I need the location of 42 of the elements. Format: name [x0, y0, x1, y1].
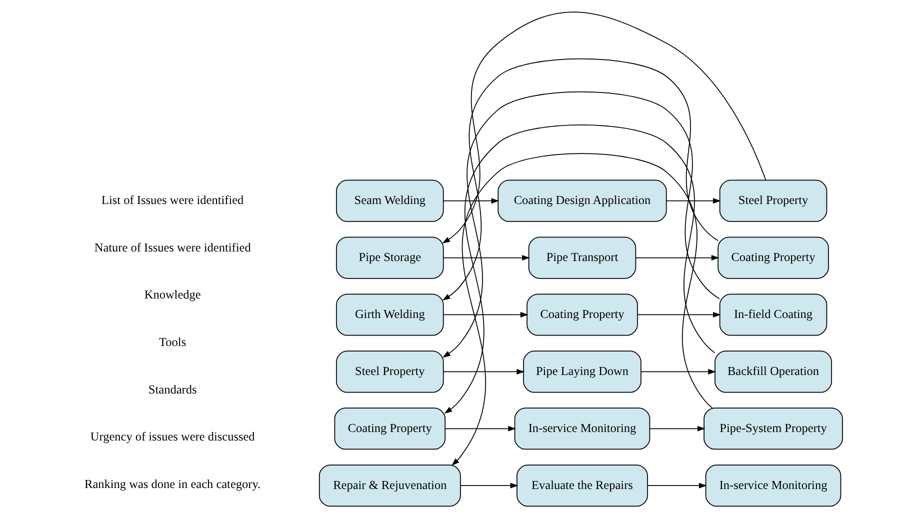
arrow	[442, 58, 718, 301]
arrow	[451, 153, 712, 466]
node-box: In-service Monitoring	[704, 464, 841, 507]
node-box: Evaluate the Repairs	[516, 464, 648, 507]
node-box: Steel Property	[718, 180, 827, 222]
arrow	[444, 426, 516, 432]
label: Nature of Issues were identified	[94, 240, 250, 254]
node-box: Coating Property	[334, 408, 446, 450]
arrow	[640, 368, 716, 374]
node-box: Repair & Rejuvenation	[318, 464, 460, 507]
label: Standards	[148, 382, 196, 396]
arrow	[442, 12, 766, 244]
node-box: Pipe Transport	[528, 236, 636, 279]
arrow	[442, 198, 499, 204]
node-box: Coating Property	[717, 236, 828, 279]
node-box: Seam Welding	[336, 180, 444, 222]
label: Urgency of issues were discussed	[90, 430, 254, 444]
node-box: Backfill Operation	[714, 350, 832, 393]
node-box: Pipe Laying Down	[522, 350, 641, 393]
label: Ranking was done in each category.	[84, 476, 260, 491]
node-box: Coating Design Application	[497, 180, 666, 222]
node-box: Steel Property	[336, 350, 444, 393]
node-box: In-field Coating	[718, 294, 827, 336]
label: Tools	[158, 335, 186, 350]
node-box: In-service Monitoring	[514, 408, 650, 450]
arrow	[442, 255, 530, 261]
label: List of Issues were identified	[100, 193, 244, 208]
arrow	[442, 368, 524, 374]
arrow	[634, 255, 719, 261]
label: Knowledge	[144, 288, 200, 302]
arrow	[648, 426, 705, 432]
node-box: Pipe-System Property	[703, 408, 842, 450]
arrow	[444, 124, 715, 414]
arrow	[646, 482, 706, 488]
node-box: Coating Property	[526, 294, 638, 336]
arrow	[442, 312, 528, 318]
node-box: Pipe Storage	[336, 236, 444, 279]
arrow	[460, 482, 518, 488]
node-box: Girth Welding	[336, 294, 444, 336]
arrow	[442, 91, 720, 358]
arrow	[665, 198, 720, 204]
arrow	[636, 312, 720, 318]
